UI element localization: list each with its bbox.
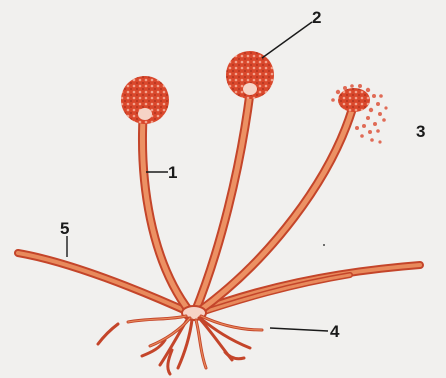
label-1: 1 (168, 164, 177, 181)
speck (323, 244, 325, 246)
stolon (18, 253, 420, 315)
sporangium-middle (226, 51, 274, 99)
leader-line-2 (262, 22, 312, 58)
rhizoids (98, 316, 262, 374)
label-2: 2 (312, 9, 321, 26)
label-4: 4 (330, 323, 339, 340)
label-3: 3 (416, 123, 425, 140)
sporangium-left (121, 76, 169, 124)
bursting-sporangium (338, 88, 370, 112)
label-5: 5 (60, 220, 69, 237)
rhizoid-highlights (128, 316, 262, 368)
leader-line-4 (270, 328, 328, 331)
